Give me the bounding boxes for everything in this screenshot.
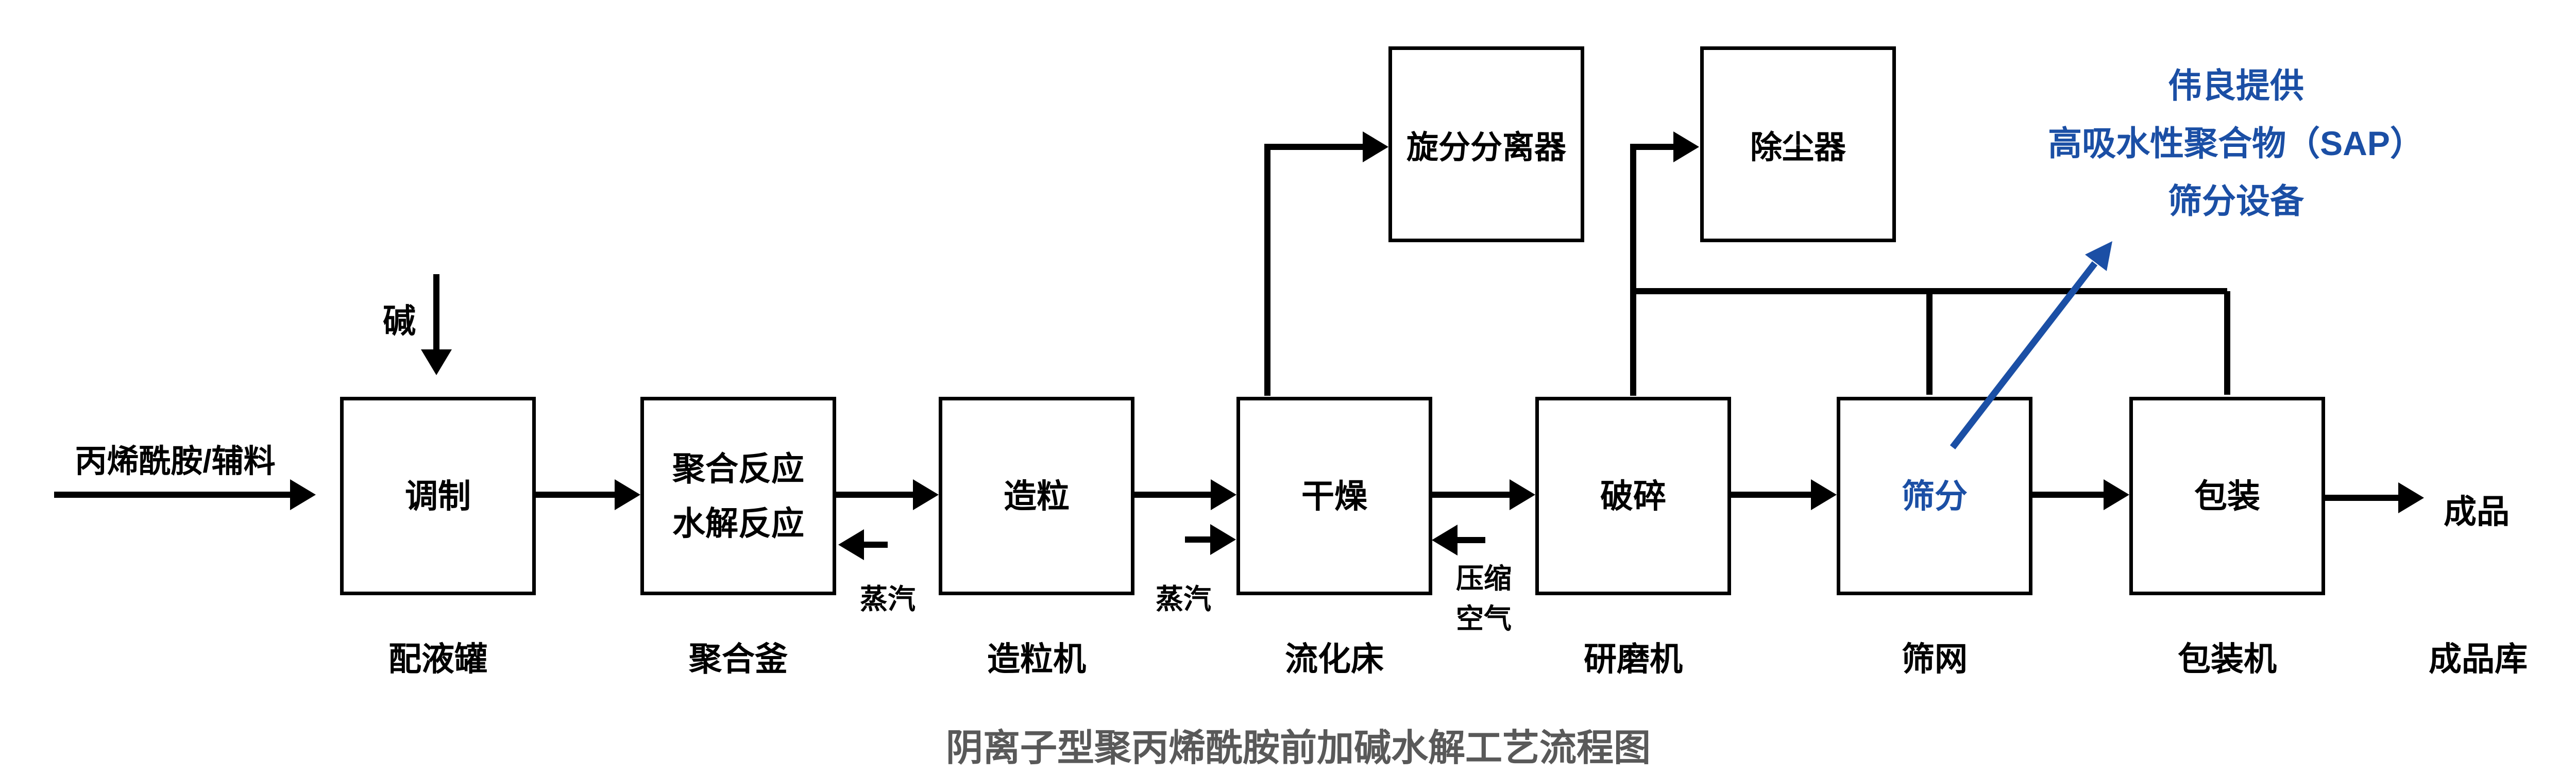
steam-label-dryer: 蒸汽	[1156, 584, 1211, 615]
arrow-packing-to-product	[2325, 482, 2424, 513]
equipment-label-granulator: 造粒机	[987, 641, 1086, 678]
process-box-screening: 筛分	[1837, 397, 2032, 595]
product-label: 成品	[2444, 493, 2510, 530]
compressed-air-arrow	[1432, 525, 1485, 556]
equipment-label-packing-machine: 包装机	[2178, 641, 2277, 678]
process-box-crushing: 破碎	[1535, 397, 1731, 595]
arrow-polymerization-to-granulation	[836, 479, 939, 510]
equipment-label-fluidized-bed: 流化床	[1285, 641, 1384, 678]
diagram-caption: 阴离子型聚丙烯酰胺前加碱水解工艺流程图	[945, 728, 1651, 769]
process-box-polymerization: 聚合反应 水解反应	[640, 397, 836, 595]
line-drying-to-cyclone	[1264, 131, 1388, 396]
warehouse-label: 成品库	[2429, 641, 2528, 678]
process-step-label: 调制	[405, 477, 471, 515]
process-step-label: 筛分	[1902, 477, 1968, 515]
line-crushing-to-dust-collector	[1630, 131, 1699, 396]
process-box-packing: 包装	[2129, 397, 2325, 595]
arrow-blending-to-polymerization	[536, 479, 640, 510]
feed-arrow	[54, 479, 316, 510]
process-step-label: 造粒	[1004, 477, 1070, 515]
vendor-annotation: 伟良提供 高吸水性聚合物（SAP） 筛分设备	[2048, 66, 2424, 220]
steam-label-polymerizer: 蒸汽	[860, 584, 916, 615]
process-box-granulation: 造粒	[939, 397, 1134, 595]
process-box-blending: 调制	[340, 397, 536, 595]
compressed-air-label: 压缩 空气	[1456, 563, 1512, 634]
return-line-to-screening-and-packing	[1630, 288, 2230, 395]
process-step-label: 干燥	[1301, 477, 1367, 515]
equipment-label-grinder: 研磨机	[1584, 641, 1683, 678]
alkali-label: 碱	[383, 303, 416, 340]
steam-arrow-polymerizer	[838, 529, 888, 560]
equipment-label-polymerizer: 聚合釜	[689, 641, 788, 678]
steam-arrow-dryer	[1185, 524, 1236, 555]
equipment-label-screen-mesh: 筛网	[1902, 641, 1968, 678]
process-step-label: 破碎	[1600, 477, 1666, 515]
dust-collector-box: 除尘器	[1700, 46, 1896, 242]
arrow-drying-to-crushing	[1432, 479, 1535, 510]
feed-label: 丙烯酰胺/辅料	[75, 444, 276, 479]
process-step-label: 包装	[2194, 477, 2260, 515]
cyclone-separator-box: 旋分分离器	[1388, 46, 1584, 242]
arrow-granulation-to-drying	[1134, 479, 1236, 510]
arrow-crushing-to-screening	[1731, 479, 1837, 510]
process-step-label: 聚合反应 水解反应	[672, 450, 804, 542]
equipment-label-liquid-tank: 配液罐	[388, 641, 487, 678]
process-box-drying: 干燥	[1236, 397, 1432, 595]
arrow-screening-to-packing	[2032, 479, 2129, 510]
